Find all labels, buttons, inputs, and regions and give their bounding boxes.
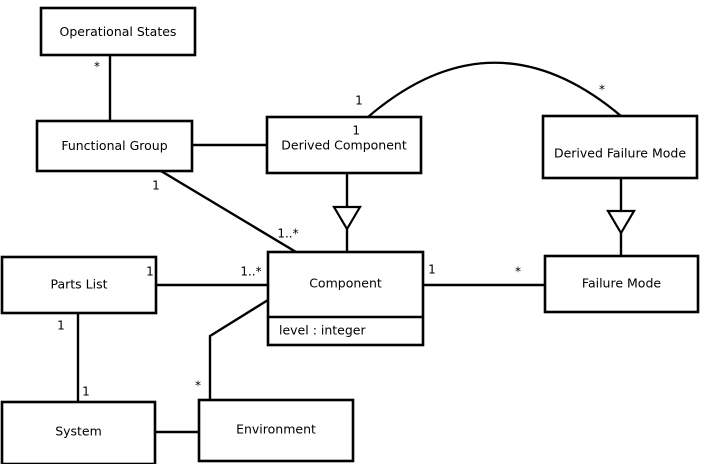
class-box-parts-list[interactable]: [0, 255, 158, 315]
class-name-system: System: [55, 424, 102, 439]
multiplicity-parts-list-component-near-component: 1..*: [240, 265, 261, 279]
class-name-operational-states: Operational States: [60, 24, 177, 39]
multiplicity-derived-component-arc: 1: [355, 94, 363, 108]
multiplicity-functional-group-component-near-functional-group: 1: [152, 179, 160, 193]
generalization-triangle-icon-derived-component: [332, 205, 362, 232]
multiplicity-parts-list-system-near-system: 1: [82, 385, 90, 399]
class-box-operational-states[interactable]: [39, 6, 197, 57]
class-operational-states[interactable]: Operational States: [39, 6, 197, 57]
class-component[interactable]: Component level : integer: [266, 250, 425, 347]
association-derived-component-derived-failure-mode[interactable]: [367, 61, 622, 118]
multiplicity-derived-failure-mode-arc: *: [599, 83, 605, 97]
class-derived-failure-mode[interactable]: Derived Failure Mode: [541, 114, 699, 180]
class-name-environment: Environment: [236, 422, 316, 437]
multiplicity-functional-group-component-near-component: 1..*: [277, 227, 298, 241]
class-parts-list[interactable]: Parts List: [0, 255, 158, 315]
class-name-derived-component: Derived Component: [281, 138, 407, 153]
association-component-environment[interactable]: [208, 298, 269, 400]
multiplicity-parts-list-system-near-parts-list: 1: [57, 319, 65, 333]
class-name-functional-group: Functional Group: [61, 138, 167, 153]
connector-layer: [76, 55, 636, 434]
class-box-derived-failure-mode[interactable]: [541, 114, 699, 180]
multiplicity-component-failure-mode-near-failure-mode: *: [515, 265, 521, 279]
class-name-derived-failure-mode: Derived Failure Mode: [554, 146, 686, 161]
class-box-system[interactable]: [0, 400, 157, 464]
class-box-component[interactable]: [266, 250, 425, 347]
class-box-environment[interactable]: [197, 398, 355, 463]
class-system[interactable]: System: [0, 400, 157, 464]
class-derived-component[interactable]: Derived Component: [265, 115, 423, 175]
class-name-failure-mode: Failure Mode: [582, 276, 661, 291]
class-environment[interactable]: Environment: [197, 398, 355, 463]
multiplicity-functional-group-derived-component: 1: [352, 124, 360, 138]
multiplicity-operational-states-functional-group: *: [94, 60, 100, 74]
association-functional-group-component[interactable]: [160, 169, 297, 254]
class-box-derived-component[interactable]: [265, 115, 423, 175]
multiplicity-parts-list-component-near-parts-list: 1: [146, 265, 154, 279]
class-name-component: Component: [309, 276, 382, 291]
class-box-functional-group[interactable]: [35, 119, 194, 173]
class-failure-mode[interactable]: Failure Mode: [543, 254, 700, 314]
class-functional-group[interactable]: Functional Group: [35, 119, 194, 173]
generalization-triangle-icon-derived-failure-mode: [606, 209, 636, 236]
multiplicity-component-environment: *: [195, 379, 201, 393]
multiplicity-component-failure-mode-near-component: 1: [428, 263, 436, 277]
class-name-parts-list: Parts List: [50, 277, 107, 292]
class-box-failure-mode[interactable]: [543, 254, 700, 314]
class-attribute-component-level: level : integer: [279, 323, 366, 338]
multiplicity-label-layer: * 1 1 1..* 1 * 1 1..* 1 * 1 1 *: [57, 60, 605, 399]
